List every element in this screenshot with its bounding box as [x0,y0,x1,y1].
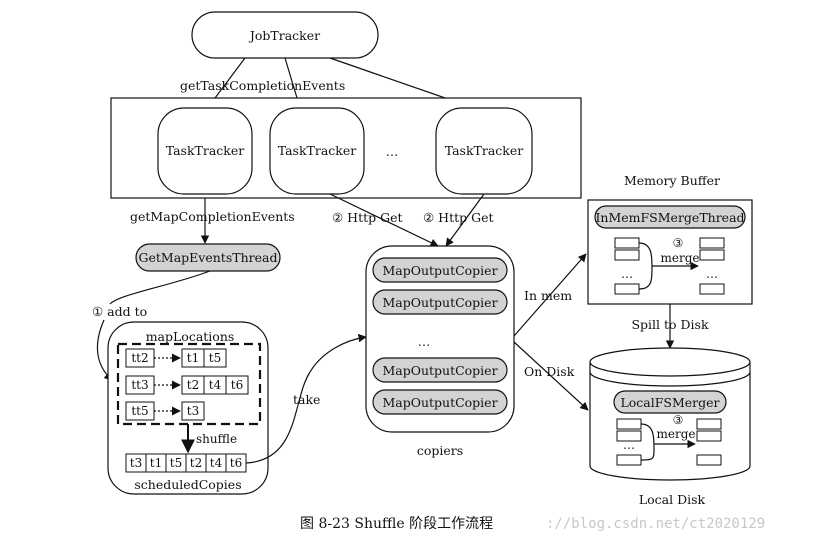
svg-text:t2: t2 [187,378,199,392]
figure-caption: 图 8-23 Shuffle 阶段工作流程 [300,516,493,532]
task-tracker-1: TaskTracker [157,107,253,195]
memory-merge-label: merge [661,251,700,265]
watermark: ://blog.csdn.net/ct2020129 [546,516,765,532]
map-output-copier-4: MapOutputCopier [372,389,508,415]
svg-text:t3: t3 [130,456,142,470]
copiers-label: copiers [417,443,463,458]
shuffle-label: shuffle [196,432,237,446]
task-tracker-3: TaskTracker [435,107,533,195]
arrow-add-to [96,319,113,381]
http-get-label-1: ② Http Get [332,210,403,225]
map-row-tt2: tt2 t1 t5 [125,348,227,368]
map-row-tt5: tt5 t3 [125,401,205,421]
local-disk-cylinder [589,347,751,481]
svg-text:t1: t1 [187,351,199,365]
scheduled-copies-label: scheduledCopies [134,477,241,492]
task-tracker-2: TaskTracker [269,107,365,195]
svg-text:tt5: tt5 [131,404,148,418]
take-label: take [293,392,320,407]
get-map-events-thread-node: GetMapEventsThread [135,243,281,272]
memory-buffer-label: Memory Buffer [624,173,720,188]
scheduled-copies-queue: t3 t1 t5 t2 t4 t6 [125,453,247,473]
map-output-copier-3: MapOutputCopier [372,357,508,383]
add-to-label: ① add to [92,304,147,319]
map-output-copier-2: MapOutputCopier [372,289,508,315]
job-tracker-label: JobTracker [248,28,320,43]
map-locations-label: mapLocations [146,329,235,344]
get-map-completion-events-label: getMapCompletionEvents [130,209,295,224]
memory-merge-bracket [638,242,653,290]
svg-text:t1: t1 [150,456,162,470]
svg-text:t2: t2 [190,456,202,470]
svg-text:MapOutputCopier: MapOutputCopier [382,263,497,278]
svg-text:t6: t6 [231,378,243,392]
arrow-in-mem [513,253,587,337]
get-map-events-thread-label: GetMapEventsThread [139,250,278,265]
disk-merge-number: ③ [673,413,684,427]
svg-text:t5: t5 [209,351,221,365]
get-task-completion-events-label: getTaskCompletionEvents [180,78,345,93]
svg-text:t4: t4 [210,456,223,470]
arrow-take [245,333,367,464]
local-disk-blocks: … [616,418,722,466]
svg-text:InMemFSMergeThread: InMemFSMergeThread [595,210,744,225]
svg-text:t4: t4 [209,378,222,392]
svg-text:t3: t3 [187,404,199,418]
arrow-http-get-2 [445,193,485,247]
map-locations-dashed-box [116,342,262,426]
svg-text:t5: t5 [170,456,182,470]
svg-text:…: … [706,267,718,281]
in-mem-label: In mem [524,288,572,303]
http-get-label-2: ② Http Get [423,210,494,225]
arrow-http-get-1 [329,193,439,247]
memory-buffer-blocks: … … [614,237,725,295]
map-output-copier-1: MapOutputCopier [372,257,508,283]
arrow-on-disk [513,341,589,411]
memory-merge-number: ③ [673,236,684,250]
add-to-connector [109,270,211,305]
job-tracker-node: JobTracker [191,11,379,59]
copiers-ellipsis: … [418,334,431,349]
svg-text:MapOutputCopier: MapOutputCopier [382,395,497,410]
svg-text:LocalFSMerger: LocalFSMerger [620,395,719,410]
svg-text:…: … [623,438,635,452]
svg-text:tt3: tt3 [131,378,148,392]
local-disk-label: Local Disk [639,492,706,507]
on-disk-label: On Disk [524,364,575,379]
task-tracker-ellipsis: … [386,144,399,159]
spill-to-disk-label: Spill to Disk [631,317,708,332]
svg-text:tt2: tt2 [131,351,148,365]
disk-merge-label: merge [657,427,696,441]
disk-merge-bracket [640,423,655,461]
task-tracker-2-label: TaskTracker [278,143,357,158]
svg-text:t6: t6 [230,456,242,470]
in-mem-fs-merge-thread-node: InMemFSMergeThread [594,205,746,229]
svg-text:…: … [621,267,633,281]
task-tracker-3-label: TaskTracker [445,143,524,158]
map-row-tt3: tt3 t2 t4 t6 [125,375,249,395]
svg-text:MapOutputCopier: MapOutputCopier [382,295,497,310]
svg-text:MapOutputCopier: MapOutputCopier [382,363,497,378]
task-tracker-1-label: TaskTracker [166,143,245,158]
local-fs-merger-node: LocalFSMerger [613,390,727,414]
